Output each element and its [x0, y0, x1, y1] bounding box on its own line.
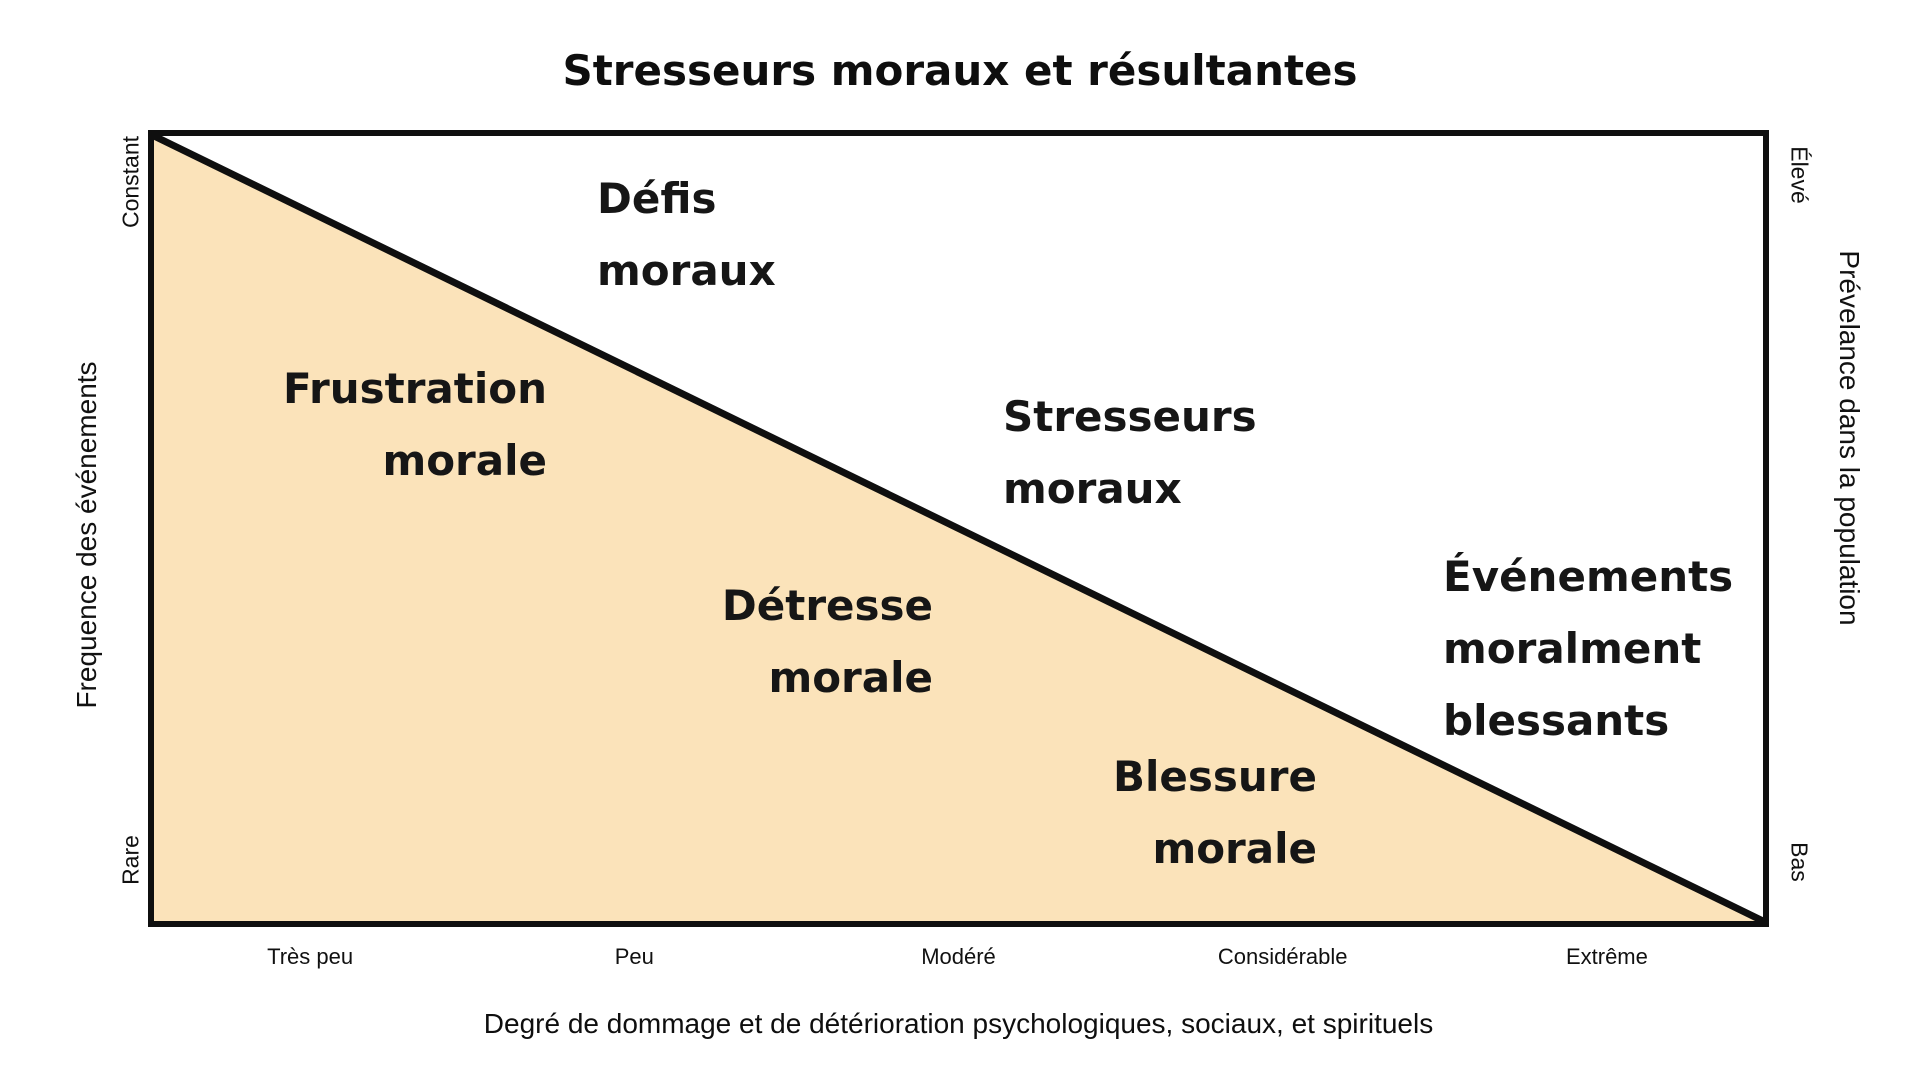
diagonal-line [154, 136, 1763, 921]
zone-label-stresseurs-moraux: Stresseurs moraux [1003, 392, 1257, 513]
x-axis-tick-extreme: Extrême [1565, 944, 1648, 969]
y-axis-right-top-label: Élevé [1786, 146, 1813, 204]
x-axis-tick-modere: Modéré [921, 944, 996, 969]
plot-area [148, 130, 1769, 927]
y-axis-left-top-label: Constant [117, 135, 144, 229]
zone-label-defis-moraux: Défis moraux [597, 174, 776, 295]
zone-label-detresse-morale: Détresse morale [721, 581, 933, 702]
x-axis-tick-row: Très peu Peu Modéré Considérable Extrême [148, 944, 1769, 970]
x-axis-tick-tres-peu: Très peu [267, 944, 354, 969]
y-axis-right-title: Prévelance dans la population [1834, 250, 1865, 626]
x-axis-tick-peu: Peu [614, 944, 654, 969]
diagonal-area-svg [154, 136, 1763, 921]
zone-label-evenements-moralement-blessants: Événements moralment blessants [1443, 552, 1734, 745]
zone-label-blessure-morale: Blessure morale [1113, 752, 1317, 873]
figure-title: Stresseurs moraux et résultantes [562, 46, 1358, 95]
x-axis-title: Degré de dommage et de détérioration psy… [483, 1008, 1434, 1039]
y-axis-left-bottom-label: Rare [117, 835, 144, 885]
zone-label-frustration-morale: Frustration morale [283, 364, 547, 485]
y-axis-right-bottom-label: Bas [1786, 842, 1813, 882]
x-axis-tick-considerable: Considérable [1217, 944, 1348, 969]
y-axis-left-title: Frequence des événements [71, 361, 102, 709]
